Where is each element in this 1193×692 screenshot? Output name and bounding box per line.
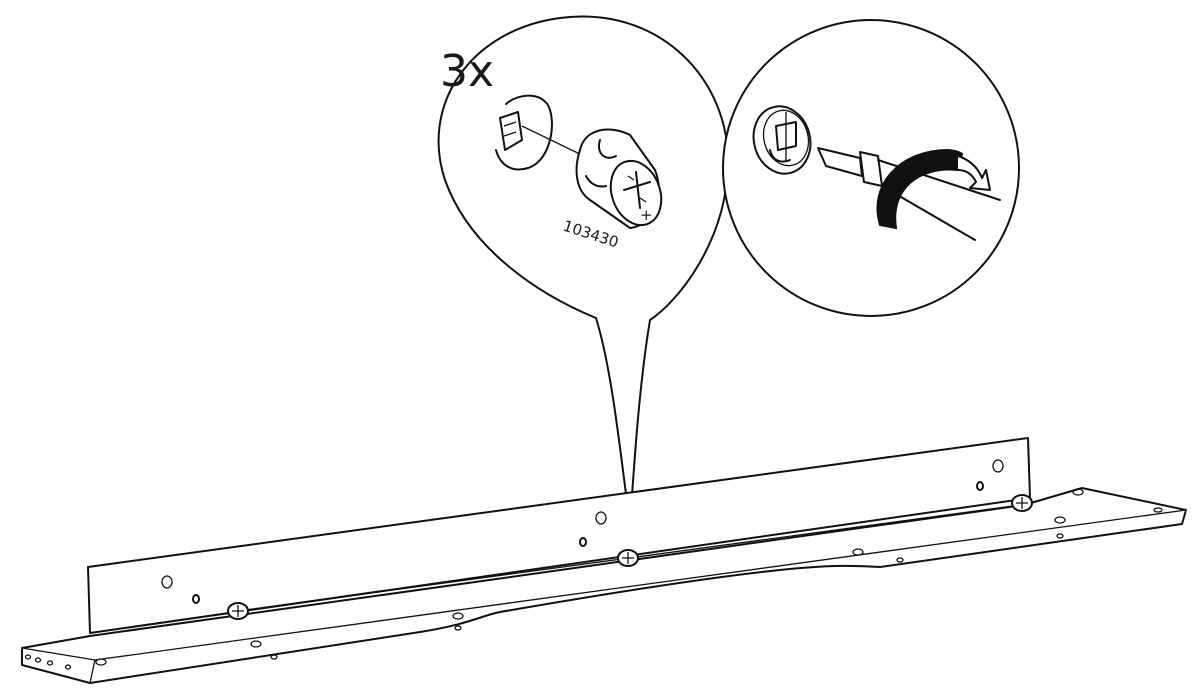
- base-holes: [24, 488, 1163, 670]
- svg-text:+: +: [640, 206, 653, 224]
- clockwise-turn-arrow-icon: [876, 148, 991, 230]
- cam-lock-detail-callout: 3x + 103430: [437, 15, 730, 526]
- drilled-hole-icon: [495, 94, 553, 171]
- rail-holes: [161, 459, 1004, 604]
- installed-cam-lock-1: [227, 602, 249, 620]
- installed-cam-lock-3: [1011, 494, 1033, 512]
- furniture-panel: [21, 437, 1187, 684]
- screwdriver-detail-callout: [722, 19, 1020, 317]
- cam-lock-face-icon: [752, 105, 812, 175]
- installed-cam-lock-2: [617, 549, 639, 567]
- quantity-label: 3x: [440, 46, 494, 97]
- cam-lock-fitting-icon: +: [575, 128, 663, 229]
